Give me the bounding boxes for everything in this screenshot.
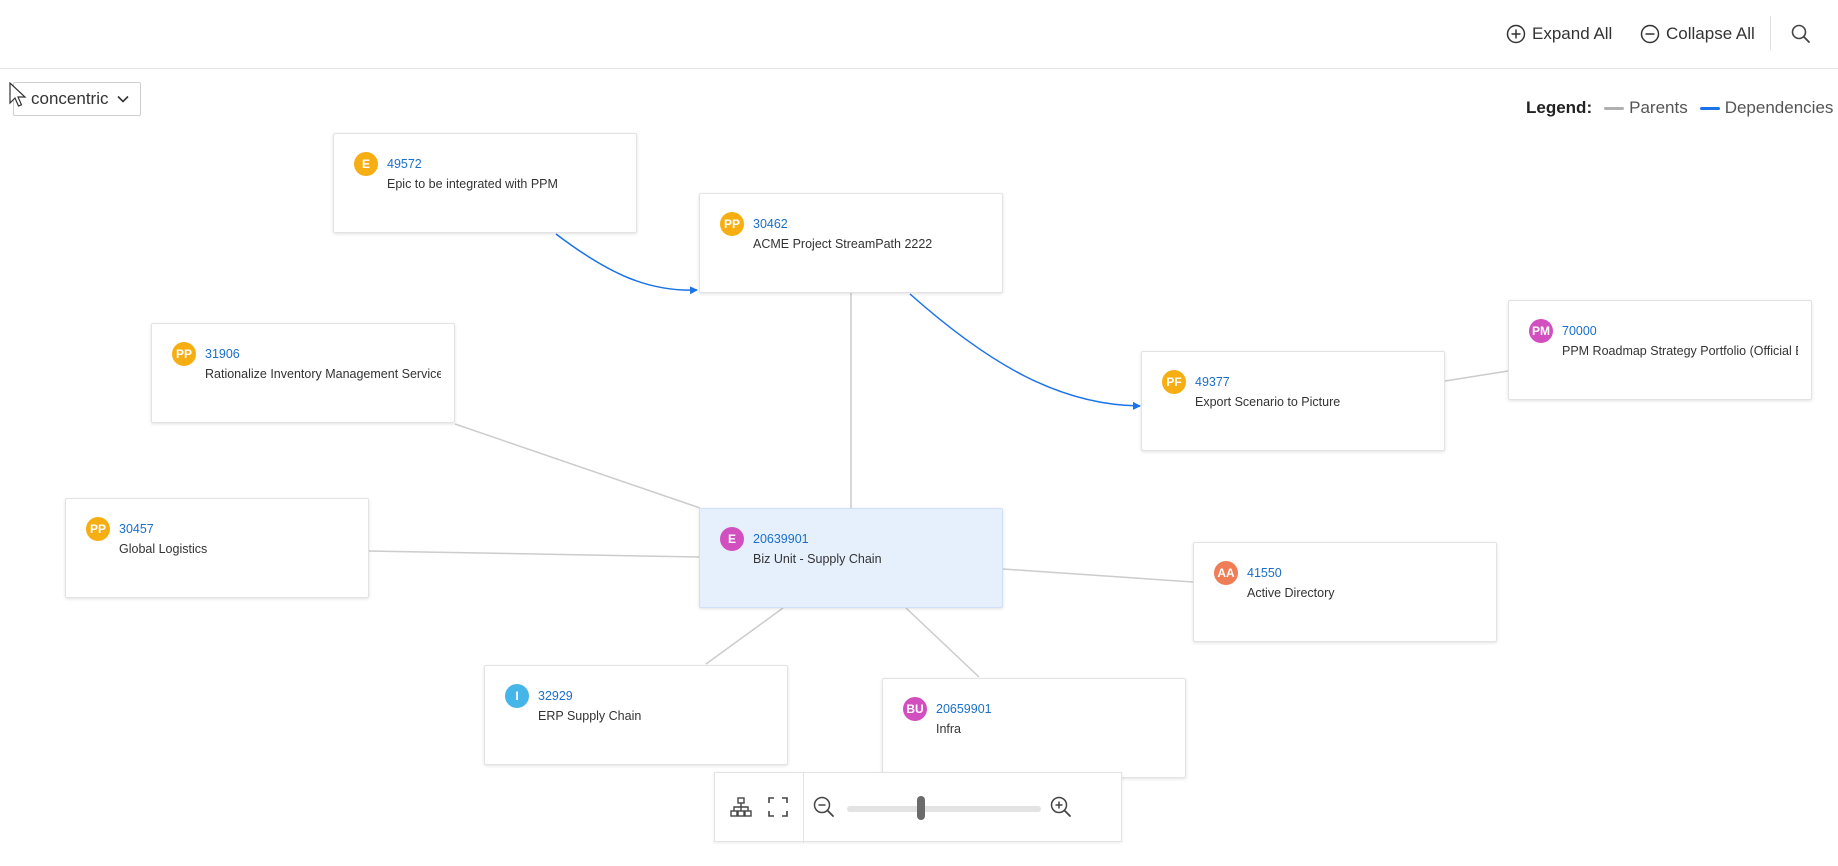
graph-node[interactable]: BU 20659901 Infra <box>882 678 1186 778</box>
minus-circle-icon <box>1640 24 1660 44</box>
parent-edge <box>1002 568 1194 583</box>
node-id-link[interactable]: 20659901 <box>936 702 992 716</box>
node-type-badge: I <box>505 684 529 708</box>
plus-circle-icon <box>1506 24 1526 44</box>
node-type-badge: PP <box>720 212 744 236</box>
collapse-all-label: Collapse All <box>1666 24 1755 43</box>
zoom-slider-thumb[interactable] <box>916 796 925 820</box>
dependency-edge <box>909 293 1141 410</box>
node-id-link[interactable]: 70000 <box>1562 324 1597 338</box>
zoom-in-icon[interactable] <box>1049 795 1073 819</box>
top-toolbar: Expand All Collapse All <box>0 0 1838 69</box>
legend-title: Legend: <box>1526 98 1593 117</box>
node-id-link[interactable]: 32929 <box>538 689 573 703</box>
node-type-badge: BU <box>903 697 927 721</box>
zoom-out-icon[interactable] <box>812 795 836 819</box>
layout-select-value: concentric <box>31 89 109 108</box>
hierarchy-icon[interactable] <box>729 795 753 819</box>
node-id-link[interactable]: 30462 <box>753 217 788 231</box>
zoom-slider-track[interactable] <box>847 806 1041 812</box>
node-id-link[interactable]: 49572 <box>387 157 422 171</box>
node-id-link[interactable]: 49377 <box>1195 375 1230 389</box>
node-title: Global Logistics <box>119 542 208 556</box>
legend: Legend: Parents Dependencies <box>1526 97 1833 119</box>
graph-node[interactable]: PP 30462 ACME Project StreamPath 2222 <box>699 193 1003 293</box>
parent-edge <box>905 607 980 678</box>
legend-swatch-dependencies <box>1699 106 1720 110</box>
graph-node[interactable]: E 49572 Epic to be integrated with PPM <box>333 133 637 233</box>
legend-item-parents: Parents <box>1604 98 1688 118</box>
node-title: Infra <box>936 722 962 736</box>
dependency-edge <box>555 233 698 295</box>
node-title: Epic to be integrated with PPM <box>387 177 558 191</box>
chevron-down-icon <box>117 95 130 103</box>
node-type-badge: AA <box>1214 561 1238 585</box>
toolbar-divider <box>1770 16 1771 50</box>
legend-label-parents: Parents <box>1629 98 1688 117</box>
node-title: ACME Project StreamPath 2222 <box>753 237 933 251</box>
node-title: Export Scenario to Picture <box>1195 395 1341 409</box>
parent-edge <box>705 607 784 665</box>
parent-edge <box>454 423 701 509</box>
node-title: Active Directory <box>1247 586 1335 600</box>
graph-node[interactable]: I 32929 ERP Supply Chain <box>484 665 788 765</box>
graph-node[interactable]: PF 49377 Export Scenario to Picture <box>1141 351 1445 451</box>
node-type-badge: PF <box>1162 370 1186 394</box>
parent-edge <box>368 550 701 558</box>
graph-node[interactable]: PP 31906 Rationalize Inventory Managemen… <box>151 323 455 423</box>
node-id-link[interactable]: 30457 <box>119 522 154 536</box>
node-title: PPM Roadmap Strategy Portfolio (Official… <box>1562 344 1798 358</box>
graph-node[interactable]: PM 70000 PPM Roadmap Strategy Portfolio … <box>1508 300 1812 400</box>
node-title: ERP Supply Chain <box>538 709 642 723</box>
layout-select[interactable]: concentric <box>13 82 141 116</box>
node-id-link[interactable]: 31906 <box>205 347 240 361</box>
graph-node[interactable]: PP 30457 Global Logistics <box>65 498 369 598</box>
node-title: Biz Unit - Supply Chain <box>753 552 882 566</box>
node-type-badge: E <box>720 527 744 551</box>
graph-node-selected[interactable]: E 20639901 Biz Unit - Supply Chain <box>699 508 1003 608</box>
node-id-link[interactable]: 41550 <box>1247 566 1282 580</box>
expand-all-label: Expand All <box>1532 24 1613 43</box>
collapse-all-button[interactable]: Collapse All <box>1640 22 1755 46</box>
legend-swatch-parents <box>1604 106 1625 110</box>
node-type-badge: PM <box>1529 319 1553 343</box>
legend-label-dependencies: Dependencies <box>1724 98 1834 117</box>
node-type-badge: E <box>354 152 378 176</box>
legend-item-dependencies: Dependencies <box>1699 98 1834 118</box>
node-type-badge: PP <box>172 342 196 366</box>
fit-screen-icon[interactable] <box>766 795 790 819</box>
zoom-controls-divider <box>803 773 804 843</box>
graph-node[interactable]: AA 41550 Active Directory <box>1193 542 1497 642</box>
expand-all-button[interactable]: Expand All <box>1506 22 1612 46</box>
parent-edge <box>1444 370 1509 382</box>
search-icon[interactable] <box>1790 23 1812 45</box>
zoom-controls <box>714 772 1122 843</box>
node-id-link[interactable]: 20639901 <box>753 532 809 546</box>
node-type-badge: PP <box>86 517 110 541</box>
node-title: Rationalize Inventory Management Service <box>205 367 441 381</box>
